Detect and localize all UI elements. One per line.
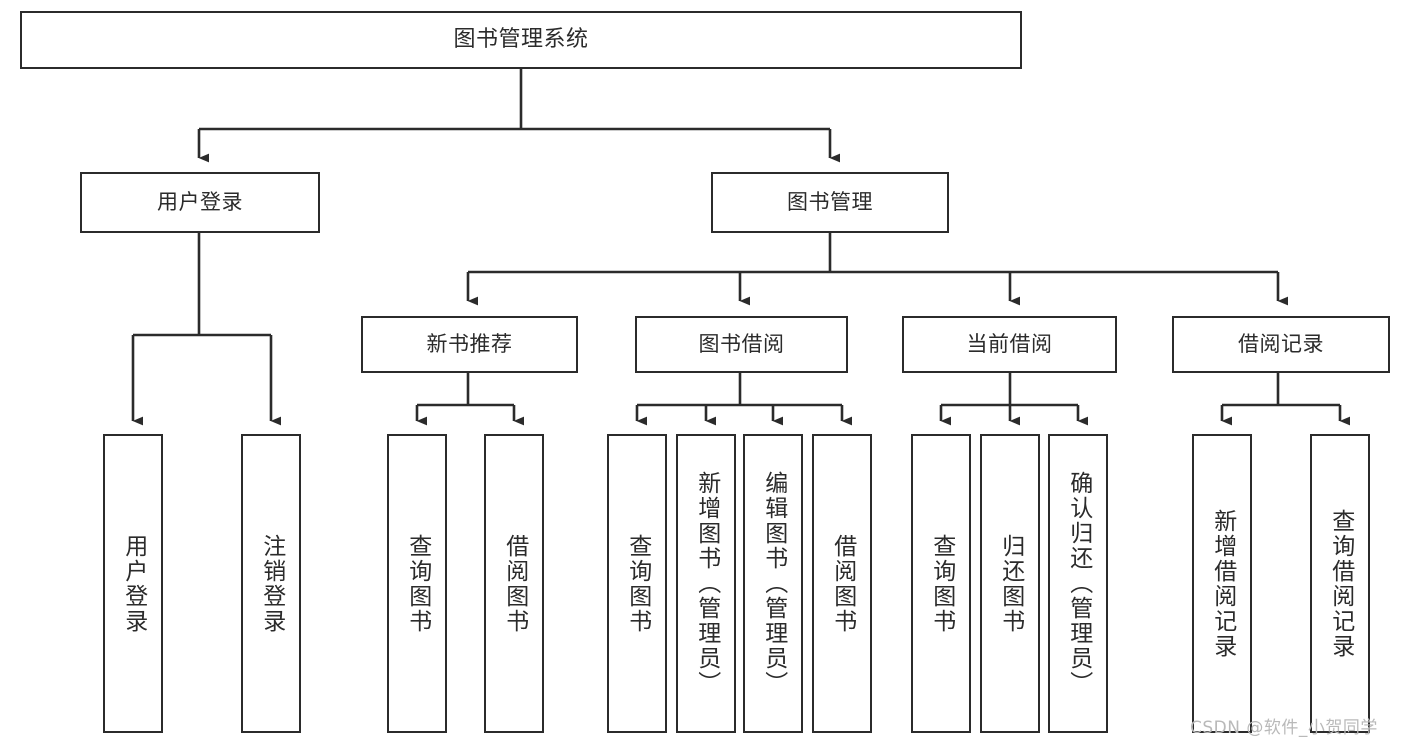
node-leaf-query-book-2[interactable]: 查询图书	[607, 434, 667, 733]
node-label: 归还图书	[997, 533, 1024, 634]
node-current-borrow[interactable]: 当前借阅	[902, 316, 1117, 373]
node-new-book-recommend[interactable]: 新书推荐	[361, 316, 578, 373]
node-leaf-query-book-3[interactable]: 查询图书	[911, 434, 971, 733]
node-label: 查询图书	[404, 533, 431, 634]
node-label: 借阅图书	[829, 533, 856, 634]
node-book-borrow[interactable]: 图书借阅	[635, 316, 848, 373]
node-label: 确认归还（管理员）	[1065, 471, 1092, 696]
node-label: 查询借阅记录	[1327, 508, 1354, 659]
node-leaf-edit-book[interactable]: 编辑图书（管理员）	[743, 434, 803, 733]
node-leaf-query-book-1[interactable]: 查询图书	[387, 434, 447, 733]
node-leaf-user-logout[interactable]: 注销登录	[241, 434, 301, 733]
node-label: 当前借阅	[966, 332, 1053, 357]
node-leaf-add-book[interactable]: 新增图书（管理员）	[676, 434, 736, 733]
node-label: 图书借阅	[698, 332, 785, 357]
node-leaf-return-book[interactable]: 归还图书	[980, 434, 1040, 733]
node-book-management[interactable]: 图书管理	[711, 172, 949, 233]
node-label: 编辑图书（管理员）	[760, 471, 787, 696]
node-user-login[interactable]: 用户登录	[80, 172, 320, 233]
node-borrow-record[interactable]: 借阅记录	[1172, 316, 1390, 373]
node-label: 查询图书	[928, 533, 955, 634]
node-label: 用户登录	[157, 190, 243, 215]
node-leaf-confirm-return[interactable]: 确认归还（管理员）	[1048, 434, 1108, 733]
node-label: 借阅记录	[1238, 332, 1324, 357]
csdn-watermark: CSDN @软件_小贺同学	[1190, 718, 1378, 738]
node-label: 借阅图书	[501, 533, 528, 634]
node-leaf-user-login[interactable]: 用户登录	[103, 434, 163, 733]
node-label: 新增图书（管理员）	[693, 471, 720, 696]
node-label: 图书管理系统	[453, 27, 589, 53]
node-label: 注销登录	[258, 533, 285, 634]
node-root-system[interactable]: 图书管理系统	[20, 11, 1022, 69]
node-leaf-borrow-book-2[interactable]: 借阅图书	[812, 434, 872, 733]
node-leaf-borrow-book-1[interactable]: 借阅图书	[484, 434, 544, 733]
node-label: 新书推荐	[426, 332, 513, 357]
node-label: 图书管理	[787, 190, 873, 215]
node-label: 用户登录	[120, 533, 147, 634]
node-label: 查询图书	[624, 533, 651, 634]
node-label: 新增借阅记录	[1209, 508, 1236, 659]
node-leaf-query-record[interactable]: 查询借阅记录	[1310, 434, 1370, 733]
node-leaf-add-record[interactable]: 新增借阅记录	[1192, 434, 1252, 733]
